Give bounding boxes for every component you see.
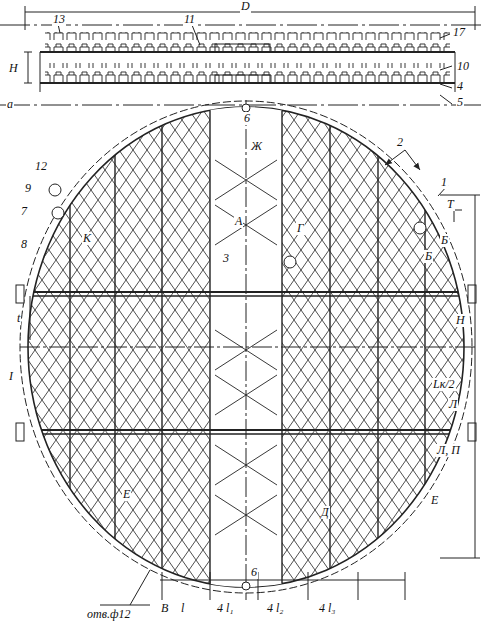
- callout-label: Е: [430, 494, 439, 507]
- callout-label: 4 l₂: [266, 602, 285, 615]
- callout-label: 4 l₃: [318, 602, 337, 615]
- callout-label: l: [180, 602, 185, 615]
- callout-label: 9: [24, 182, 32, 195]
- callout-label: 8: [20, 238, 28, 251]
- callout-label: В: [160, 602, 169, 615]
- callout-label: Lк/2: [432, 378, 456, 391]
- callout-label: 5: [456, 96, 464, 109]
- callout-label: Г: [296, 222, 305, 235]
- callout-label: 6: [243, 112, 251, 125]
- callout-label: t: [16, 312, 21, 325]
- callout-label: отв.ф12: [86, 608, 131, 621]
- callout-label: К: [82, 232, 92, 245]
- callout-label: Ж: [250, 140, 263, 153]
- callout-label: 13: [52, 13, 66, 26]
- callout-label: D: [240, 0, 251, 13]
- callout-label: 2: [396, 136, 404, 149]
- callout-label: 7: [20, 205, 28, 218]
- callout-label: Е: [122, 488, 131, 501]
- callout-label: Н: [455, 314, 466, 327]
- callout-label: 4 l₁: [216, 602, 235, 615]
- callout-label: Л, П: [436, 444, 461, 457]
- callout-label: Н: [8, 62, 19, 75]
- callout-label: 11: [183, 13, 196, 26]
- callout-label: Т: [446, 198, 455, 211]
- callout-label: 3: [222, 252, 230, 265]
- callout-label: 4: [456, 80, 464, 93]
- callout-label: I: [8, 370, 14, 383]
- callout-label: а: [6, 98, 14, 111]
- callout-label: 10: [456, 60, 470, 73]
- callout-label: А: [234, 215, 243, 228]
- callout-label: 12: [34, 160, 48, 173]
- callout-label: Л: [448, 398, 458, 411]
- callout-label: 6: [250, 566, 258, 579]
- callout-label: 1: [440, 176, 448, 189]
- callout-label: Б: [424, 250, 433, 263]
- callout-label: Б: [440, 234, 449, 247]
- callout-label: 17: [452, 26, 466, 39]
- callout-label: Д: [320, 506, 330, 519]
